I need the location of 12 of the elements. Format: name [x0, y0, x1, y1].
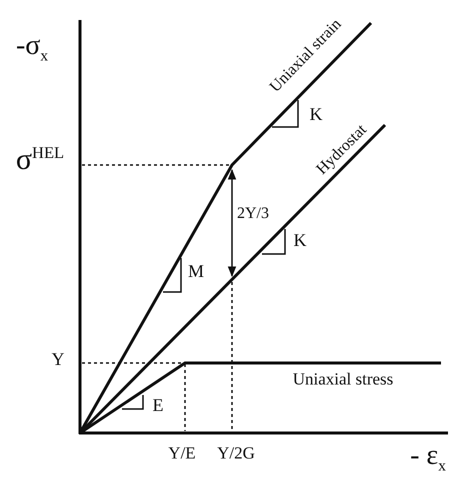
axis-label: -σ$_{x}$	[16, 32, 48, 64]
slope-label: K	[310, 105, 322, 123]
axis-tick-label: Y/E	[168, 444, 196, 462]
slope-label: K	[294, 231, 306, 249]
axis-label: - ε$_{x}$	[410, 442, 446, 474]
curve-label: Uniaxial stress	[292, 370, 394, 388]
measure-label: 2Y/3	[237, 206, 269, 222]
axis-tick-label: Y/2G	[217, 444, 255, 462]
slope-label: E	[152, 396, 164, 414]
slope-label: M	[188, 262, 204, 280]
axis-tick-label: σ$^{HEL}$	[16, 145, 64, 175]
axis-tick-label: Y	[52, 350, 64, 368]
